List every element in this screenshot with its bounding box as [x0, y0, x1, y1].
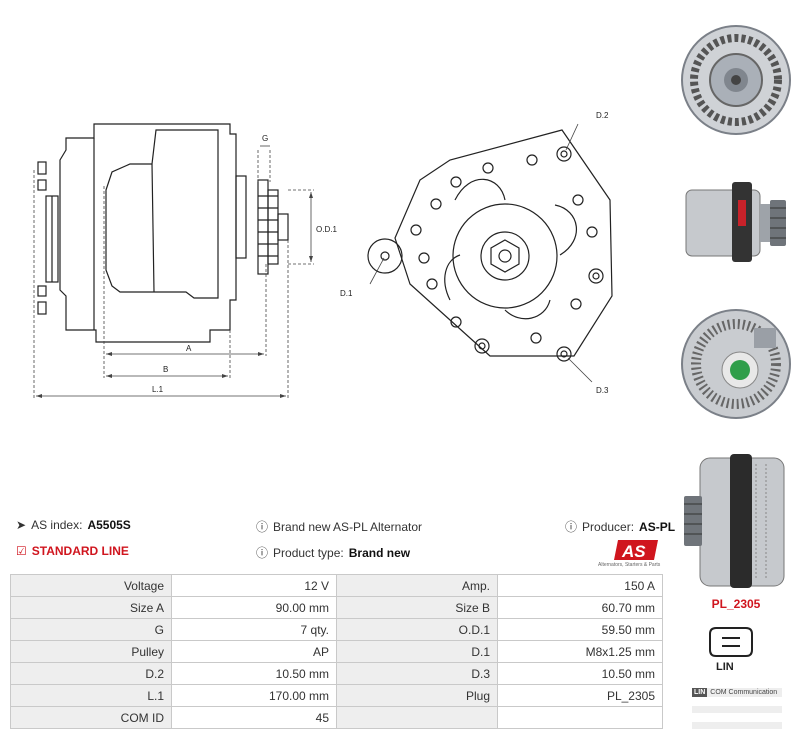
product-type: ⓘ Product type: Brand new: [256, 544, 410, 561]
dim-label-d1: D.1: [340, 289, 353, 298]
alternator-side-inner: [105, 129, 219, 299]
product-type-value: Brand new: [348, 545, 411, 560]
producer-value: AS-PL: [639, 519, 676, 534]
as-index-value: A5505S: [87, 518, 131, 532]
comm-text: COM Communication: [710, 689, 778, 696]
checkbox-icon: ☑: [16, 544, 27, 558]
photo-front-view: [681, 25, 791, 135]
standard-line: ☑ STANDARD LINE: [16, 544, 129, 558]
producer-label: Producer:: [582, 519, 635, 534]
info-icon: ⓘ: [256, 520, 269, 534]
brand-info: ⓘ Brand new AS-PL Alternator: [256, 518, 422, 535]
alternator-side-outline: [59, 123, 237, 343]
info-icon: ⓘ: [565, 520, 578, 534]
producer: ⓘ Producer: AS-PL: [565, 518, 675, 535]
as-pl-logo: AS: [614, 540, 658, 561]
photo-side-view: [685, 182, 786, 262]
plug-type-label: LIN: [716, 661, 734, 673]
alternator-front-outline: [394, 129, 613, 357]
photo-angle-view: [684, 454, 785, 588]
dim-label-b: B: [163, 365, 168, 374]
technical-drawing: G O.D.1 A B L.1 D.1 D.2 D.3: [33, 111, 613, 398]
plug-connector-icon: [709, 627, 753, 657]
tag-icon: ➤: [16, 518, 27, 532]
as-index: ➤ AS index: A5505S: [16, 518, 131, 532]
brand-text: Brand new AS-PL Alternator: [273, 519, 422, 534]
info-icon: ⓘ: [256, 546, 269, 560]
dim-label-g: G: [262, 134, 268, 143]
dim-label-l1: L.1: [152, 385, 164, 394]
product-photos: [676, 0, 800, 600]
comm-code: LIN: [692, 688, 708, 697]
dim-label-d3: D.3: [596, 386, 609, 395]
com-communication-row: LIN COM Communication: [692, 688, 782, 697]
info-bar: [692, 706, 782, 713]
dim-label-od1: O.D.1: [316, 225, 337, 234]
plug-code: PL_2305: [711, 597, 761, 611]
dim-label-d2: D.2: [596, 111, 609, 120]
info-bar: [692, 722, 782, 729]
standard-line-label: STANDARD LINE: [31, 544, 129, 558]
photo-rear-view: [681, 309, 791, 419]
as-index-label: AS index:: [31, 518, 83, 532]
product-type-label: Product type:: [273, 545, 344, 560]
front-hub: [452, 203, 558, 309]
dim-label-a: A: [186, 344, 192, 353]
svg-text:AS: AS: [621, 542, 646, 561]
logo-subtitle: Alternators, Starters & Parts: [598, 562, 661, 568]
front-mount-d1: [367, 238, 403, 274]
